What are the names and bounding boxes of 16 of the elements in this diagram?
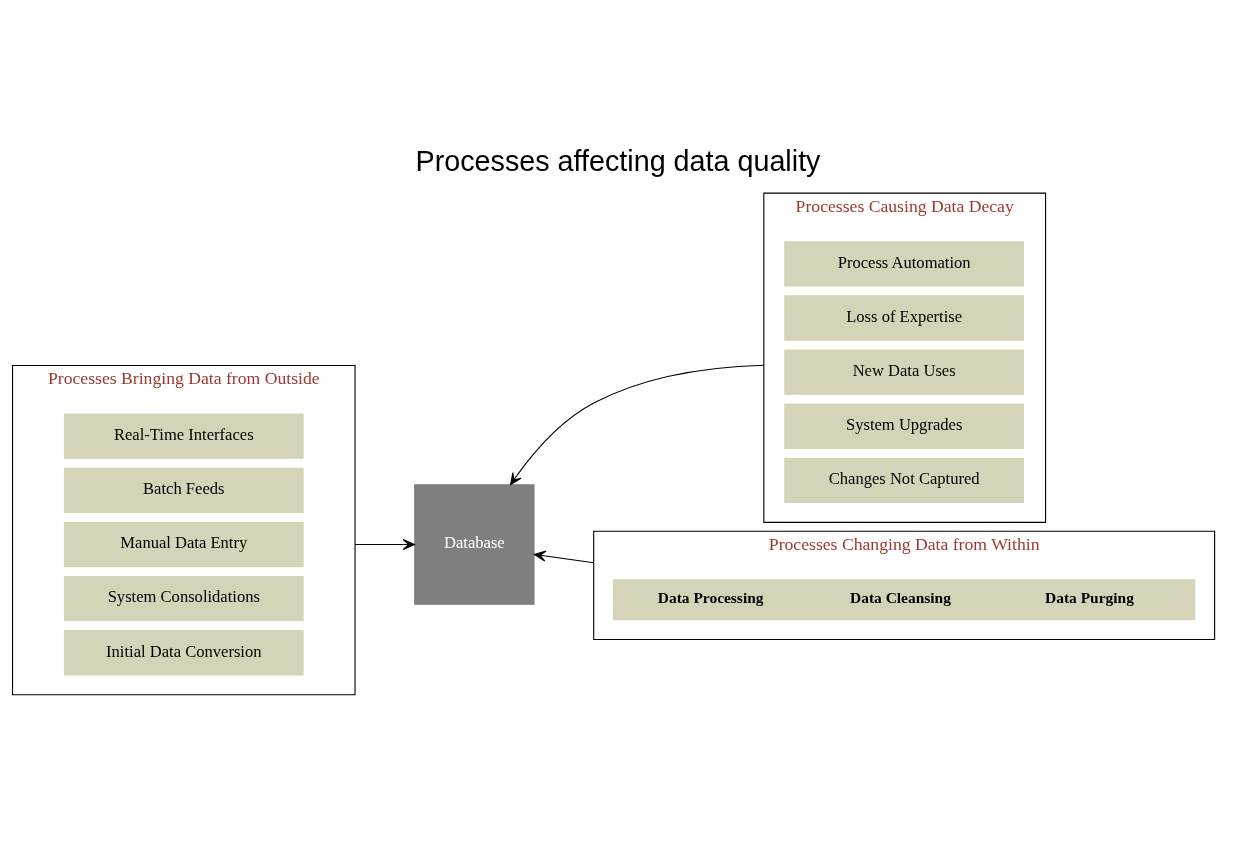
node-box: Data Processing Data Cleansing Data Purging [613,578,1196,620]
node-box: Loss of Expertise [784,294,1025,341]
node-box: System Upgrades [784,403,1025,449]
node-box: Process Automation [784,240,1025,286]
node-box: Database [414,483,535,605]
arrow [510,364,765,485]
node-box: Changes Not Captured [784,457,1025,503]
node-box: System Consolidations [63,575,304,621]
node-box: Initial Data Conversion [63,629,304,675]
node-box: New Data Uses [784,348,1025,395]
node-box: Batch Feeds [63,467,304,513]
node-box: Real-Time Interfaces [63,413,304,459]
arrow [533,550,595,563]
diagram-title: Processes affecting data quality [415,144,821,177]
node-box: Manual Data Entry [63,521,304,567]
arrow [354,538,415,550]
